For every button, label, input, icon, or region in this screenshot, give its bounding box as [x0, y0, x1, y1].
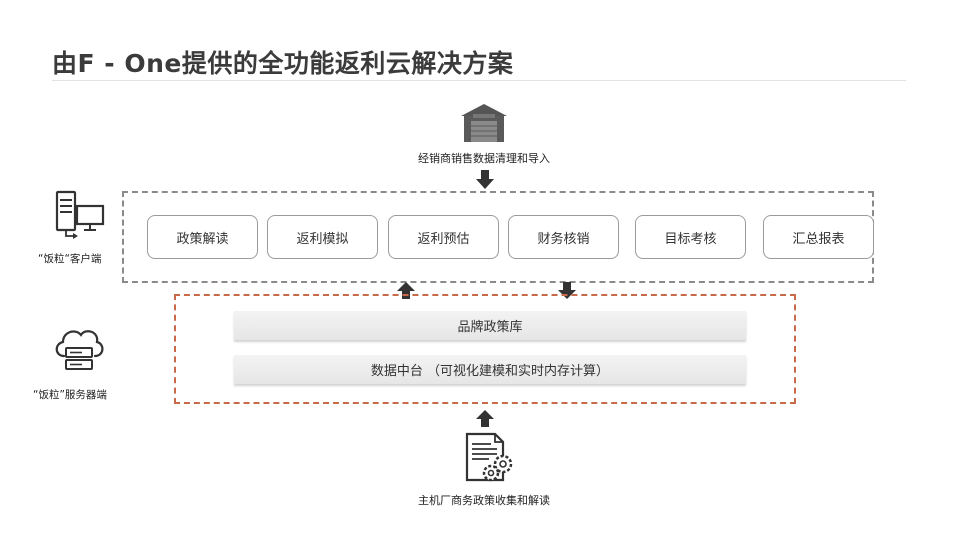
data-middle-platform[interactable]: 数据中台 （可视化建模和实时内存计算）	[234, 355, 746, 384]
brand-policy-library[interactable]: 品牌政策库	[234, 311, 746, 340]
document-gears-icon	[465, 432, 513, 482]
computer-server-icon	[55, 190, 105, 239]
arrow-down-icon	[476, 170, 494, 189]
cloud-server-icon	[55, 330, 104, 370]
module-financial-writeoff[interactable]: 财务核销	[508, 215, 619, 259]
module-target-assessment[interactable]: 目标考核	[635, 215, 746, 259]
module-summary-report[interactable]: 汇总报表	[763, 215, 874, 259]
client-label: “饭粒“客户端	[38, 253, 102, 265]
module-rebate-estimation[interactable]: 返利预估	[388, 215, 499, 259]
top-source-label: 经销商销售数据清理和导入	[418, 152, 550, 165]
page-title: 由F - One提供的全功能返利云解决方案	[52, 49, 514, 78]
warehouse-icon	[461, 104, 507, 142]
server-group	[174, 294, 796, 404]
server-label: “饭粒”服务器端	[33, 389, 107, 401]
title-divider	[52, 80, 906, 81]
arrow-up-icon	[476, 410, 494, 427]
module-rebate-simulation[interactable]: 返利模拟	[267, 215, 378, 259]
bottom-source-label: 主机厂商务政策收集和解读	[418, 494, 550, 507]
module-policy-interpretation[interactable]: 政策解读	[147, 215, 258, 259]
